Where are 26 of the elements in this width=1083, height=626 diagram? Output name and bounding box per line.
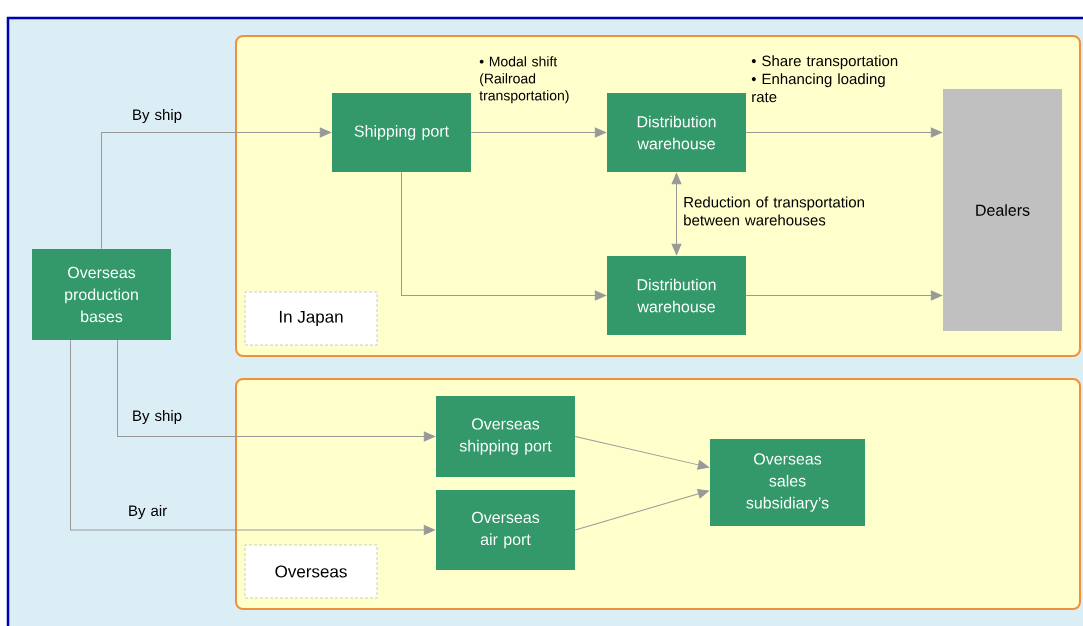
edge-label: • Share transportation • Enhancing loading rate — [751, 55, 898, 103]
edge-label: By ship — [133, 109, 182, 123]
arrow — [745, 290, 942, 301]
process-box: Overseas production bases — [32, 249, 171, 340]
arrow — [70, 339, 435, 535]
dealer-box: Dealers — [943, 89, 1062, 331]
process-box: Overseas air port — [436, 490, 575, 570]
arrow — [745, 127, 942, 138]
process-box: Shipping port — [332, 93, 471, 172]
region-label: Overseas — [244, 544, 378, 599]
edge-label: By ship — [133, 410, 182, 424]
edge-label: By air — [129, 505, 167, 519]
edge-label: • Modal shift (Railroad transportation) — [479, 56, 569, 104]
arrow — [117, 339, 435, 442]
arrow — [470, 127, 606, 138]
edge-label: Reduction of transportation between warehouses — [684, 196, 864, 226]
arrow — [101, 127, 331, 250]
arrow — [574, 489, 710, 531]
process-box: Distribution warehouse — [607, 93, 746, 172]
arrow — [671, 173, 682, 255]
process-box: Overseas sales subsidiary’s — [710, 439, 865, 526]
process-box: Distribution warehouse — [607, 256, 746, 335]
arrow — [401, 171, 606, 301]
region-label: In Japan — [244, 291, 378, 346]
process-box: Overseas shipping port — [436, 396, 575, 477]
arrow — [574, 436, 710, 470]
